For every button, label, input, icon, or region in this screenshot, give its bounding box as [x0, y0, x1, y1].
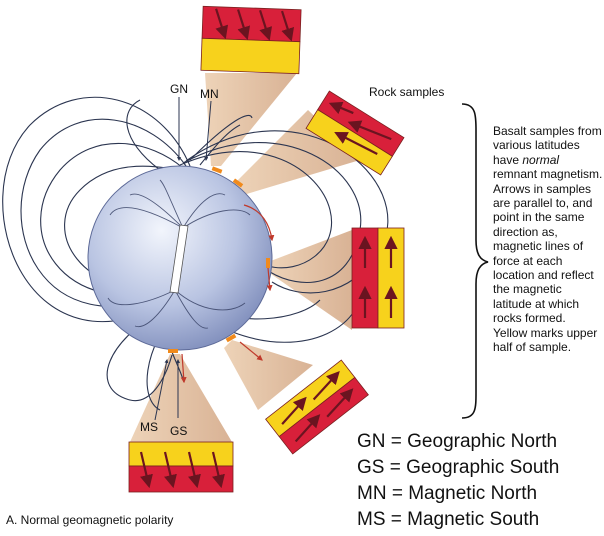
description-brace: [461, 103, 489, 419]
description-text: Basalt samples from various latitudes ha…: [493, 124, 603, 355]
cone-4: [224, 340, 313, 410]
rock-sample-2: [305, 90, 405, 176]
rock-sample-4: [265, 359, 369, 455]
sample-location-markers: [168, 166, 270, 353]
label-mn: MN: [200, 87, 219, 101]
red-direction-marks: [180, 204, 275, 384]
description-emphasis: normal: [522, 152, 560, 167]
cone-1: [205, 73, 297, 166]
legend-ms: MS = Magnetic South: [357, 509, 540, 530]
label-ms: MS: [140, 420, 158, 434]
legend-mn: MN = Magnetic North: [357, 483, 538, 504]
figure-caption: A. Normal geomagnetic polarity: [6, 513, 174, 527]
legend-gs: GS = Geographic South: [357, 457, 560, 478]
rock-sample-1: [200, 5, 302, 75]
label-gn: GN: [170, 82, 188, 96]
bar-magnet: [169, 224, 189, 294]
axis-pointers: [154, 97, 212, 421]
rock-sample-3: [351, 227, 405, 329]
legend-gn: GN = Geographic North: [357, 431, 558, 452]
label-gs: GS: [170, 424, 188, 438]
cone-3: [268, 230, 352, 330]
internal-field-lines: [107, 179, 251, 329]
label-rock-samples: Rock samples: [369, 85, 445, 99]
description-after: remnant magnetism. Arrows in samples are…: [493, 167, 603, 355]
description-before: Basalt samples from various latitudes ha…: [493, 124, 602, 167]
rock-sample-5: [128, 441, 234, 493]
